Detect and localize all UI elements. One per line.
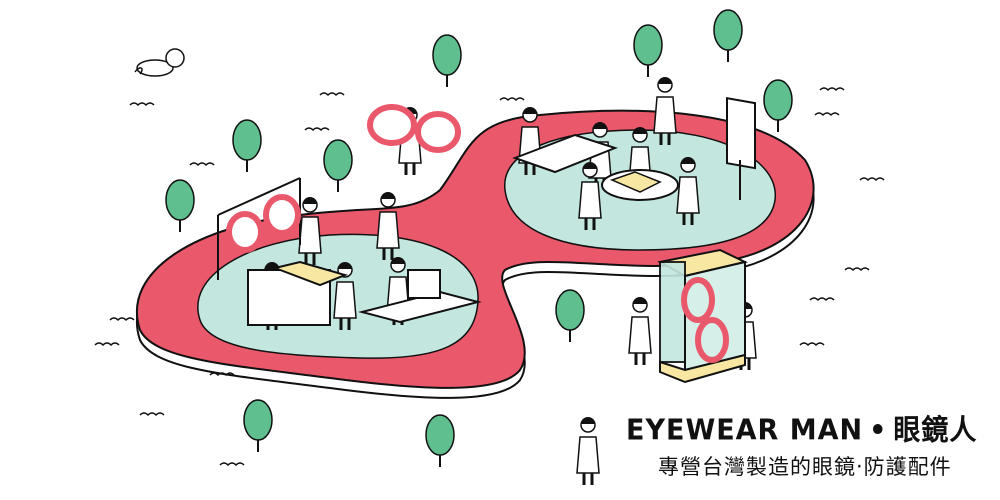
tree xyxy=(555,289,585,342)
grass-tuft xyxy=(814,112,840,117)
grass-tuft xyxy=(844,267,870,272)
grass-tuft xyxy=(189,162,215,167)
brand-name-zh: 眼鏡人 xyxy=(893,414,978,447)
tree xyxy=(323,139,353,192)
tree xyxy=(713,9,743,62)
glasses-display-case xyxy=(657,248,748,384)
person xyxy=(628,297,652,365)
table-right xyxy=(512,133,618,174)
eye-chart xyxy=(726,97,756,200)
brand-title: EYEWEAR MAN•眼鏡人 xyxy=(626,407,977,448)
grass-tuft xyxy=(109,317,135,322)
person xyxy=(576,417,600,485)
grass-tuft xyxy=(209,372,235,377)
tree xyxy=(633,24,663,77)
cat xyxy=(134,48,185,77)
person xyxy=(653,77,677,145)
tree xyxy=(432,34,462,87)
person xyxy=(376,192,400,260)
tree xyxy=(425,414,455,467)
grass-tuft xyxy=(799,342,825,347)
grass-tuft xyxy=(94,342,120,347)
glasses-display-stand xyxy=(217,177,301,280)
tree xyxy=(243,399,273,452)
grass-tuft xyxy=(304,127,330,132)
tagline: 專營台灣製造的眼鏡‧防護配件 xyxy=(658,455,952,479)
brand-name-en: EYEWEAR MAN xyxy=(626,414,864,447)
grass-tuft xyxy=(319,92,345,97)
grass-tuft xyxy=(129,102,155,107)
tree xyxy=(165,179,195,232)
person xyxy=(578,162,602,230)
tree xyxy=(763,79,793,132)
grass-tuft xyxy=(219,462,245,467)
flying-glasses xyxy=(367,104,461,153)
person xyxy=(676,157,700,225)
brand-separator: • xyxy=(869,414,888,447)
person xyxy=(333,262,357,330)
grass-tuft xyxy=(139,412,165,417)
tree xyxy=(232,119,262,172)
grass-tuft xyxy=(809,297,835,302)
grass-tuft xyxy=(499,97,525,102)
grass-tuft xyxy=(819,87,845,92)
grass-tuft xyxy=(859,177,885,182)
